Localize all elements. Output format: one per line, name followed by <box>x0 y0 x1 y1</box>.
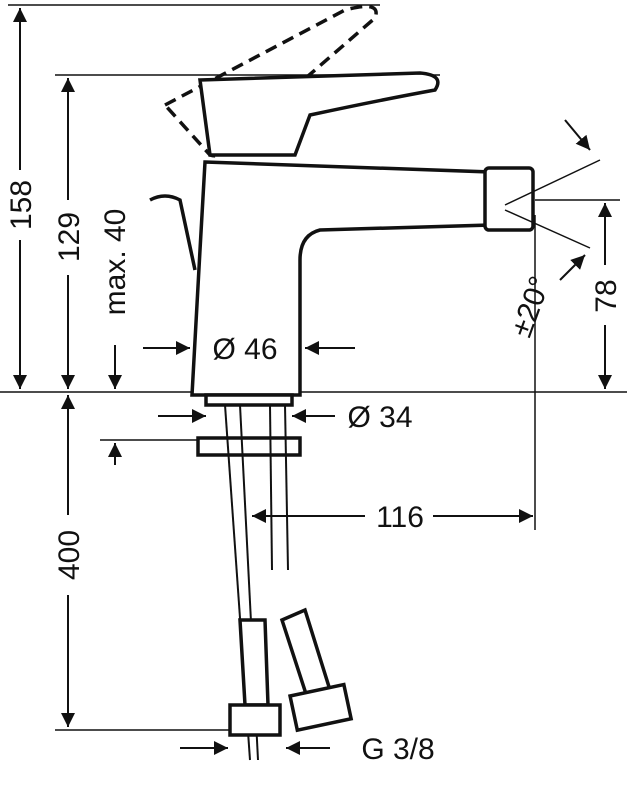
dimension-outlet-height: 78 <box>590 203 623 389</box>
svg-text:400: 400 <box>53 530 86 580</box>
dimension-max-deck-thickness: max. 40 <box>99 209 132 465</box>
dimension-spout-height: 129 <box>53 78 86 389</box>
svg-text:±20°: ±20° <box>505 272 557 341</box>
dimension-overall-height: 158 <box>5 7 38 389</box>
dimension-body-diameter: Ø 46 <box>143 333 355 366</box>
svg-text:158: 158 <box>5 180 38 230</box>
dimension-projection: 116 <box>252 500 533 534</box>
dimension-shank-diameter: Ø 34 <box>158 401 413 434</box>
svg-text:G 3/8: G 3/8 <box>361 733 434 766</box>
svg-text:Ø 34: Ø 34 <box>347 401 412 434</box>
mixer-body <box>149 4 535 397</box>
svg-text:Ø 46: Ø 46 <box>212 333 277 366</box>
dimension-connection-thread: G 3/8 <box>180 733 435 766</box>
svg-text:116: 116 <box>376 501 424 534</box>
svg-text:129: 129 <box>53 212 86 262</box>
svg-text:78: 78 <box>590 279 623 312</box>
svg-text:max. 40: max. 40 <box>99 209 132 316</box>
shank-and-hoses <box>196 393 354 761</box>
dimension-hose-length: 400 <box>53 395 86 727</box>
